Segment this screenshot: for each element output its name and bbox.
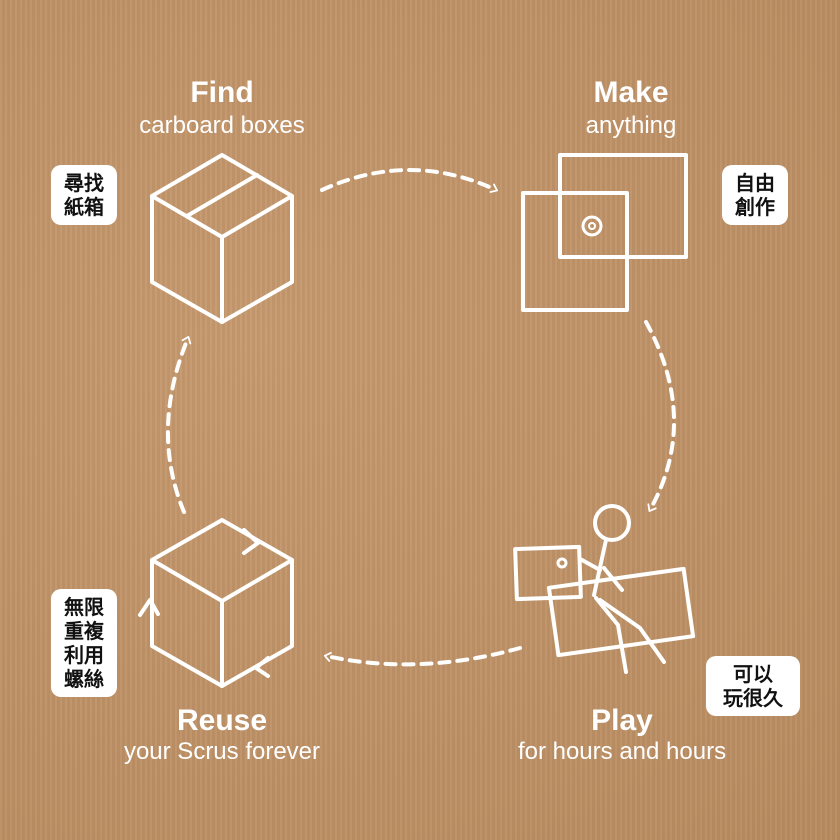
play-badge: 可以 玩很久	[706, 656, 800, 716]
recycle-box-icon	[138, 518, 294, 688]
find-badge: 尋找 紙箱	[51, 165, 117, 225]
make-subtitle: anything	[585, 112, 677, 139]
reuse-badge-line-4: 螺絲	[64, 667, 104, 691]
arrow-find-to-make	[320, 168, 498, 193]
arrow-make-to-play	[644, 320, 677, 512]
arrow-reuse-to-find	[166, 335, 192, 514]
arrow-play-to-reuse	[323, 646, 522, 667]
make-badge-line-2: 創作	[735, 195, 775, 219]
reuse-title: Reuse	[176, 704, 268, 737]
play-badge-line-2: 玩很久	[723, 686, 783, 710]
reuse-badge: 無限 重複 利用 螺絲	[51, 589, 117, 697]
reuse-subtitle: your Scrus forever	[123, 738, 321, 765]
make-badge: 自由 創作	[722, 165, 788, 225]
find-badge-line-2: 紙箱	[64, 195, 104, 219]
person-carrying-boxes-icon	[513, 504, 696, 674]
make-title: Make	[593, 76, 669, 109]
play-title: Play	[591, 704, 653, 737]
find-badge-line-1: 尋找	[64, 171, 104, 195]
find-title: Find	[190, 76, 254, 109]
play-subtitle: for hours and hours	[517, 738, 727, 765]
make-badge-line-1: 自由	[735, 171, 775, 195]
overlapping-panels-icon	[521, 153, 688, 312]
reuse-badge-line-3: 利用	[64, 643, 104, 667]
reuse-badge-line-1: 無限	[64, 595, 104, 619]
reuse-badge-line-2: 重複	[64, 619, 104, 643]
play-badge-line-1: 可以	[733, 662, 773, 686]
cardboard-box-icon	[150, 153, 294, 324]
find-subtitle: carboard boxes	[139, 112, 305, 139]
cycle-arrows	[166, 168, 677, 667]
